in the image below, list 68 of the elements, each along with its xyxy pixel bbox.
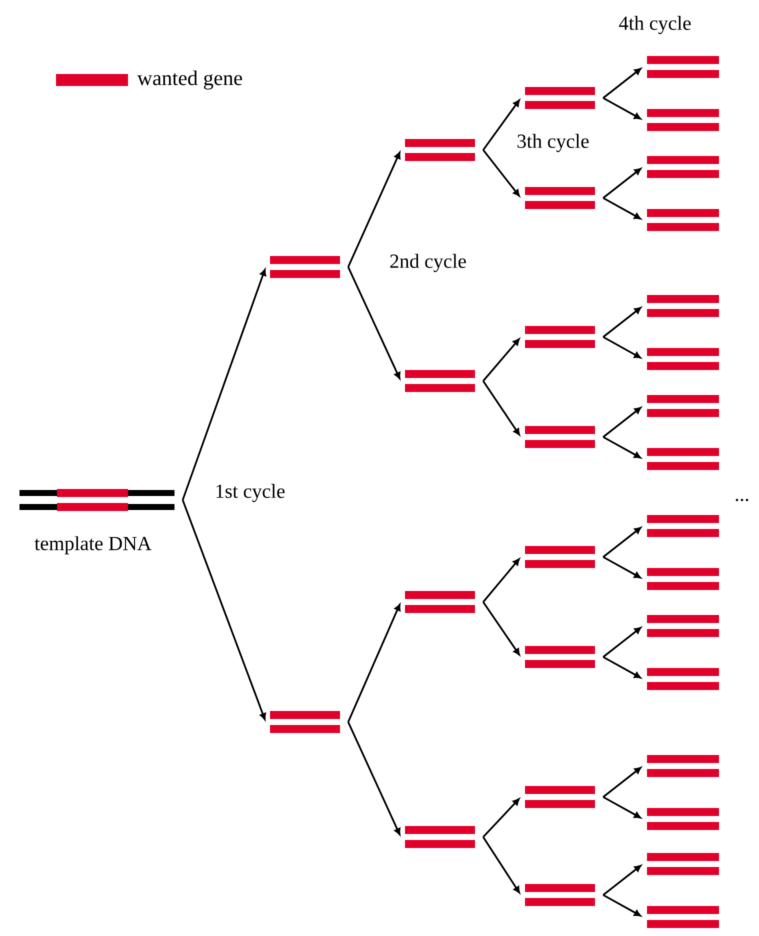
arrow xyxy=(182,500,266,720)
dna-strands xyxy=(525,786,595,808)
cycle-label: 2nd cycle xyxy=(390,254,466,272)
arrow xyxy=(602,168,642,199)
arrow xyxy=(602,767,642,798)
arrow xyxy=(602,97,641,120)
cycle-label: 1st cycle xyxy=(216,484,285,502)
dna-strands xyxy=(647,295,719,317)
dna-strands xyxy=(525,87,595,109)
dna-strands xyxy=(525,884,595,906)
arrow xyxy=(347,722,400,835)
dna-strands xyxy=(647,109,719,131)
dna-strands xyxy=(647,348,719,370)
arrow xyxy=(602,865,642,896)
dna-strands xyxy=(525,646,595,668)
arrow xyxy=(482,558,520,603)
arrow xyxy=(602,894,641,916)
arrow xyxy=(347,604,401,722)
dna-strands xyxy=(647,808,719,830)
dna-strands xyxy=(270,711,340,733)
cycle-label: 4th cycle xyxy=(619,16,691,34)
arrow xyxy=(482,338,520,382)
dna-strands xyxy=(647,668,719,690)
dna-strands xyxy=(647,209,719,231)
strand-caption: template DNA xyxy=(34,536,152,554)
arrow xyxy=(482,380,520,436)
dna-strands xyxy=(647,906,719,928)
arrow xyxy=(602,656,641,678)
arrow xyxy=(602,407,642,438)
dna-strands xyxy=(20,489,174,511)
dna-strands xyxy=(647,853,719,875)
dna-strands xyxy=(647,156,719,178)
dna-strands xyxy=(647,515,719,537)
arrow xyxy=(602,556,641,578)
arrow xyxy=(602,436,641,458)
dna-strands xyxy=(647,755,719,777)
dna-strands xyxy=(525,326,595,348)
arrow xyxy=(482,798,520,838)
legend-label: wanted gene xyxy=(137,70,242,90)
dna-strands xyxy=(647,448,719,470)
arrow xyxy=(482,836,520,894)
arrow xyxy=(347,152,400,268)
arrow xyxy=(602,307,642,338)
dna-strands xyxy=(647,568,719,590)
arrow xyxy=(347,266,400,380)
dna-strands xyxy=(647,395,719,417)
cycle-label: 3th cycle xyxy=(518,134,589,152)
dna-strands xyxy=(525,546,595,568)
arrow xyxy=(602,627,642,658)
dna-strands xyxy=(525,426,595,448)
arrow xyxy=(482,100,520,151)
dna-strands xyxy=(270,256,340,278)
arrow xyxy=(482,149,520,196)
dna-strands xyxy=(405,591,475,613)
dna-strands xyxy=(405,139,475,161)
arrow xyxy=(482,601,520,656)
arrow xyxy=(602,197,641,220)
dna-strands xyxy=(647,615,719,637)
arrow xyxy=(182,269,266,500)
cycle-label: ... xyxy=(736,498,748,502)
dna-strands xyxy=(405,370,475,392)
arrow xyxy=(602,68,642,99)
arrow xyxy=(602,336,641,358)
arrow xyxy=(602,527,642,558)
dna-strands xyxy=(405,826,475,848)
dna-strands xyxy=(525,187,595,209)
arrow xyxy=(602,796,641,818)
dna-strands xyxy=(647,56,719,78)
